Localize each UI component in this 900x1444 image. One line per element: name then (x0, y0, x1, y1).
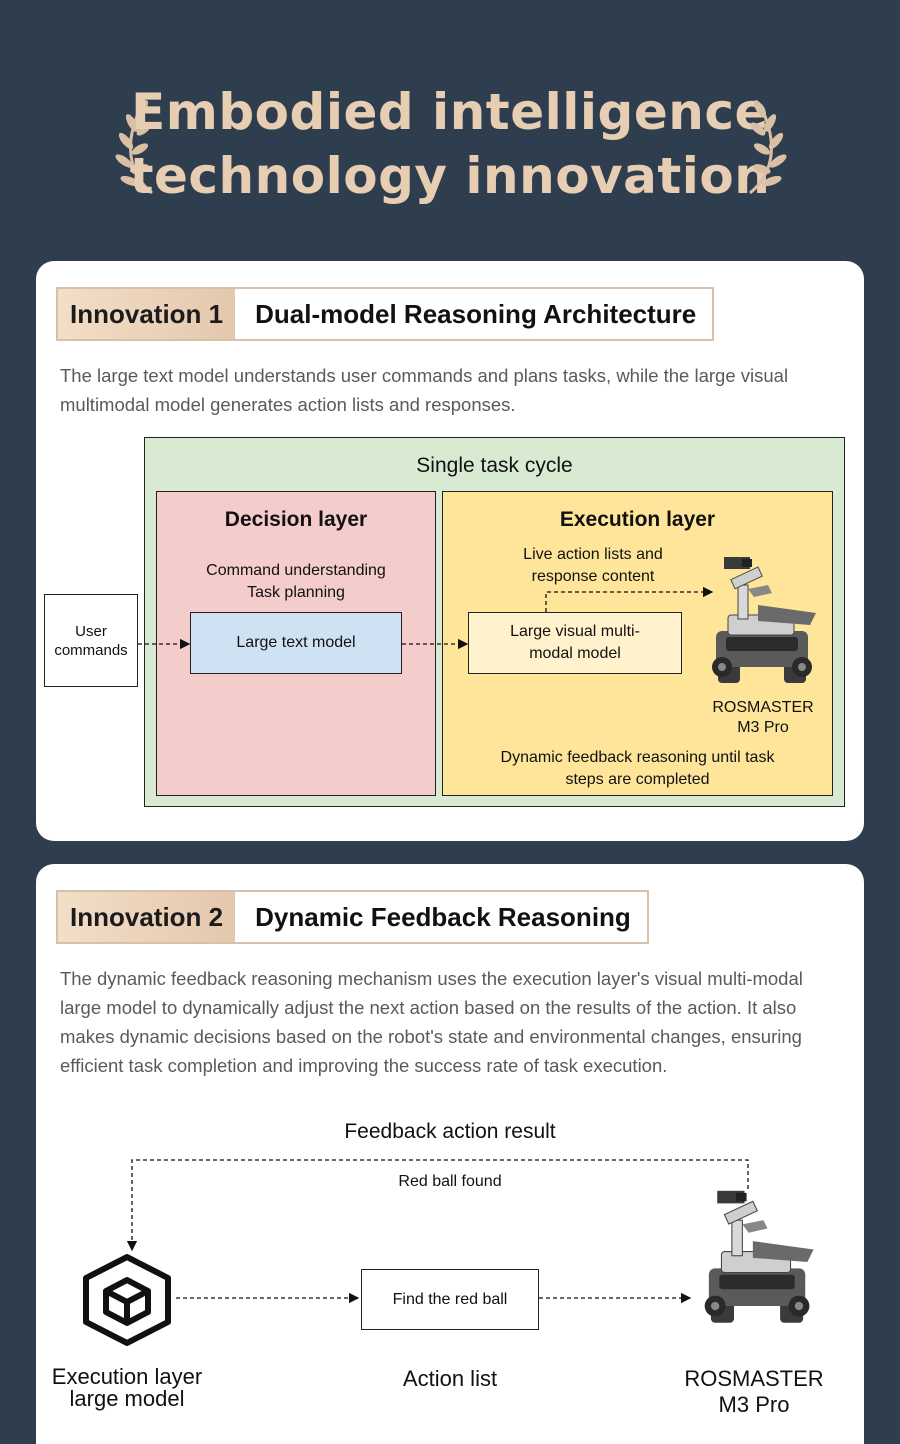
hero-title-line1: Embodied intelligence (131, 83, 769, 141)
laurel-right-icon (749, 100, 787, 195)
action-list-label: Action list (402, 1366, 498, 1391)
innovation1-heading: Innovation 1 Dual-model Reasoning Archit… (56, 287, 715, 341)
robot2-name-line2: M3 Pro (718, 1392, 790, 1417)
exec-label-line2: large model (69, 1386, 185, 1411)
innovation2-card: Innovation 2 Dynamic Feedback Reasoning … (36, 864, 864, 1444)
innovation1-title: Dual-model Reasoning Architecture (255, 298, 697, 329)
innovation1-card: Innovation 1 Dual-model Reasoning Archit… (36, 261, 864, 841)
cube-icon (83, 1254, 171, 1346)
find-red-ball-box: Find the red ball (361, 1269, 539, 1330)
decision-title: Decision layer (224, 508, 368, 531)
visual-model-line2: modal model (529, 645, 621, 662)
live-action-line2: response content (531, 568, 655, 585)
innovation1-badge: Innovation 1 (58, 289, 236, 339)
exec-label-line1: Execution layer (51, 1364, 203, 1389)
live-action-line1: Live action lists and (523, 546, 663, 563)
decision-sub1: Command understanding (206, 562, 386, 579)
laurel-left-icon (115, 100, 153, 195)
user-commands-label: User commands (54, 622, 128, 659)
feedback-line1: Dynamic feedback reasoning until task (500, 749, 775, 766)
robot1-name-line1: ROSMASTER (712, 699, 814, 716)
robot2-icon (704, 1190, 814, 1323)
innovation2-badge: Innovation 2 (58, 892, 236, 942)
execution-title: Execution layer (559, 508, 716, 531)
hero-title: Embodied intelligence technology innovat… (0, 80, 900, 208)
large-visual-model-box: Large visual multi- modal model (468, 612, 682, 674)
hero-header: Embodied intelligence technology innovat… (0, 0, 900, 250)
large-text-model-box: Large text model (190, 612, 402, 674)
innovation2-description: The dynamic feedback reasoning mechanism… (60, 968, 803, 1076)
cycle-title: Single task cycle (416, 454, 573, 477)
feedback-line2: steps are completed (565, 771, 710, 788)
innovation2-title: Dynamic Feedback Reasoning (255, 901, 631, 932)
innovation2-heading: Innovation 2 Dynamic Feedback Reasoning (56, 890, 649, 944)
robot2-name-line1: ROSMASTER (684, 1366, 824, 1391)
decision-sub2: Task planning (247, 584, 345, 601)
robot1-name-line2: M3 Pro (737, 719, 789, 736)
innovation2-arrows (126, 1159, 749, 1304)
user-commands-box: User commands (44, 594, 138, 687)
hero-title-line2: technology innovation (129, 147, 771, 205)
robot1-icon (712, 557, 816, 683)
visual-model-line1: Large visual multi- (510, 623, 640, 640)
feedback-action-title: Feedback action result (344, 1120, 556, 1143)
innovation1-description: The large text model understands user co… (60, 365, 789, 415)
